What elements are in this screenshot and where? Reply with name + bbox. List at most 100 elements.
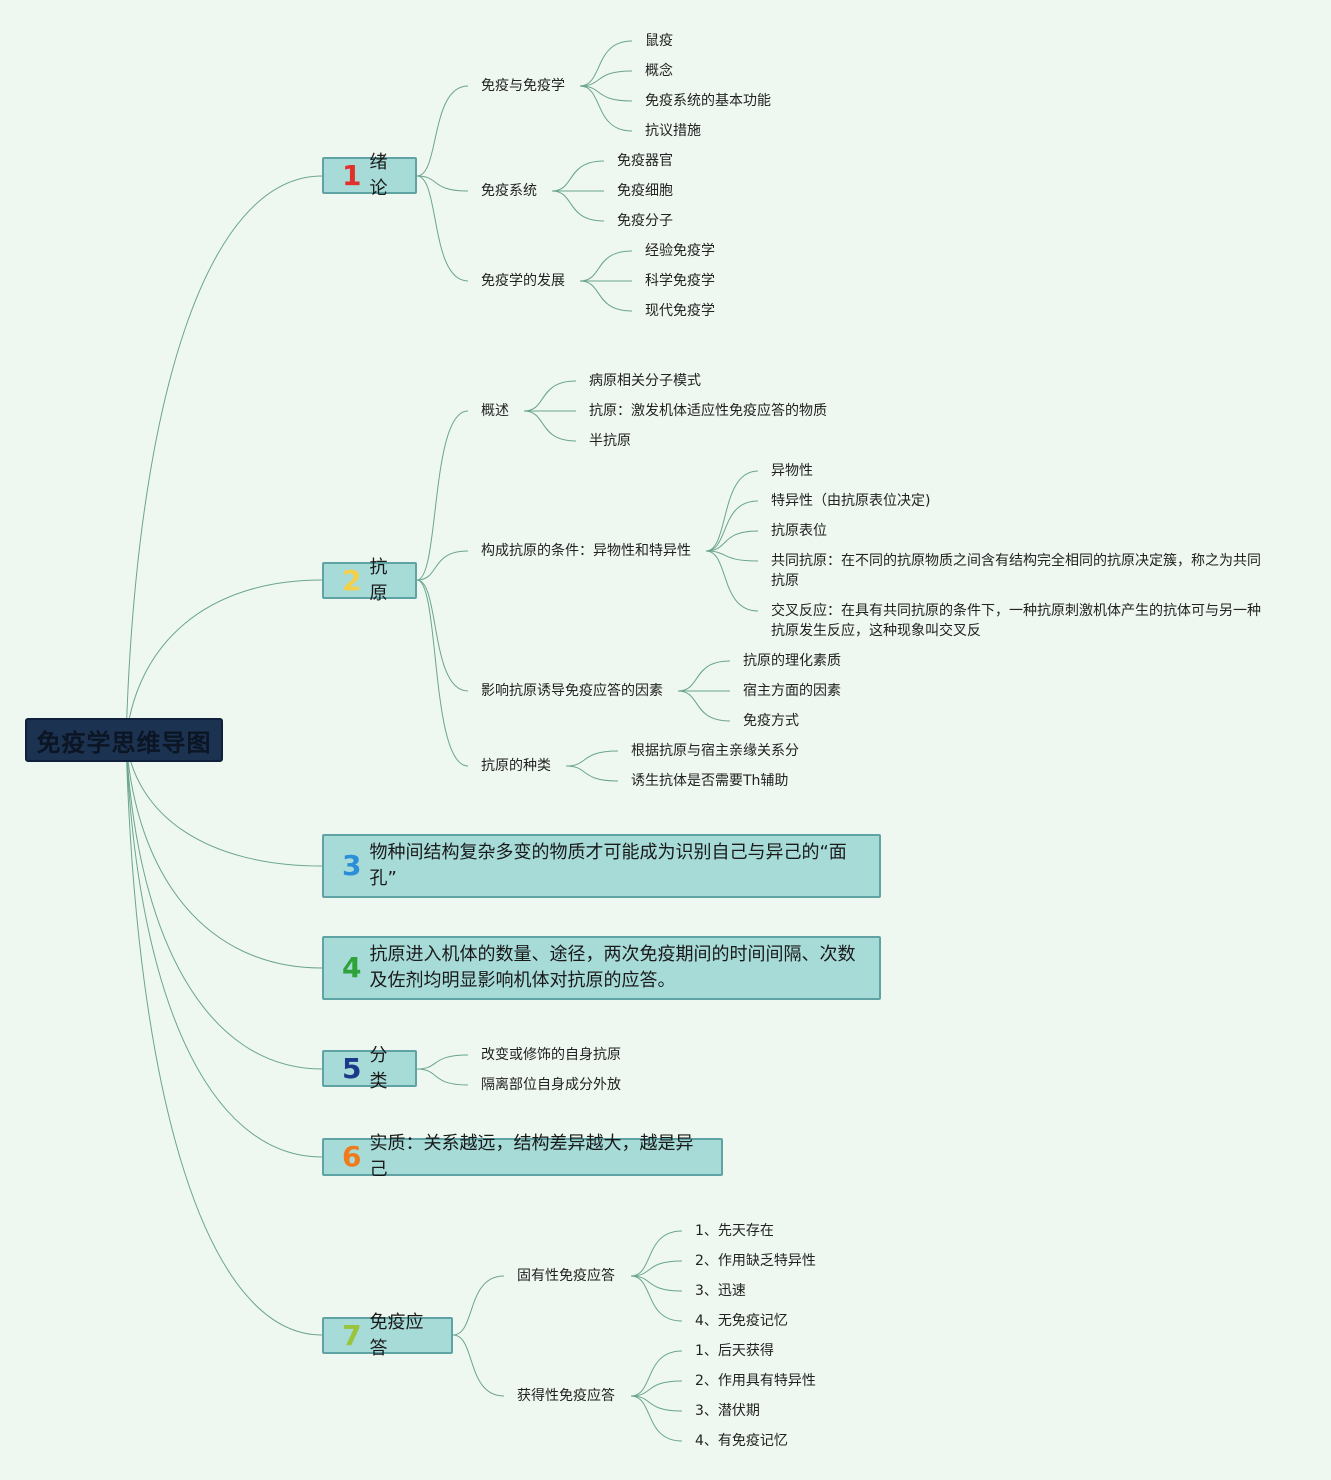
b2-s1-item[interactable]: 病原相关分子模式 [589, 373, 701, 389]
b2-subtopic-conditions[interactable]: 构成抗原的条件：异物性和特异性 [481, 543, 691, 559]
b5-item[interactable]: 隔离部位自身成分外放 [481, 1077, 621, 1093]
b7-s1-link [630, 1260, 683, 1277]
b1-s3-item[interactable]: 科学免疫学 [645, 273, 715, 289]
b7-subtopic-adaptive[interactable]: 获得性免疫应答 [517, 1388, 615, 1404]
b2-s3-item[interactable]: 免疫方式 [743, 713, 799, 729]
b2-s3-link [677, 690, 731, 722]
branch-5-label: 分类 [369, 1044, 388, 1092]
b7-s2-item[interactable]: 1、后天获得 [695, 1343, 774, 1359]
b2-link [416, 579, 469, 767]
b7-s2-link [630, 1395, 683, 1442]
b1-s1-item[interactable]: 概念 [645, 63, 673, 79]
b2-s4-item[interactable]: 根据抗原与宿主亲缘关系分 [631, 743, 799, 759]
branch-4-factors[interactable]: 4 抗原进入机体的数量、途径，两次免疫期间的时间间隔、次数及佐剂均明显影响机体对… [322, 936, 881, 1000]
b7-s1-link [630, 1275, 683, 1292]
b7-s1-item[interactable]: 1、先天存在 [695, 1223, 774, 1239]
b2-s2-link [705, 500, 759, 552]
b2-s2-item[interactable]: 共同抗原：在不同的抗原物质之间含有结构完全相同的抗原决定簇，称之为共同抗原 [771, 553, 1261, 589]
branch-2-antigen[interactable]: 2 抗原 [322, 557, 417, 604]
number-3-icon: 3 [342, 849, 362, 882]
b5-link [416, 1068, 469, 1086]
b1-s3-link [579, 250, 633, 282]
b2-link [416, 550, 469, 581]
branch-6-label: 实质：关系越远，结构差异越大，越是异己 [369, 1133, 694, 1180]
branch-7-immune-response[interactable]: 7 免疫应答 [322, 1312, 453, 1359]
b2-s3-link [677, 660, 731, 692]
b7-s2-link [630, 1380, 683, 1397]
branch-6-essence[interactable]: 6 实质：关系越远，结构差异越大，越是异己 [322, 1133, 723, 1180]
b2-s2-link [705, 550, 759, 562]
root-link-7 [125, 739, 323, 1336]
b1-s1-item[interactable]: 鼠疫 [645, 33, 673, 49]
b7-link [452, 1275, 505, 1336]
number-2-icon: 2 [342, 563, 362, 597]
root-link-3 [125, 739, 323, 867]
b2-s3-item[interactable]: 宿主方面的因素 [743, 683, 841, 699]
b2-subtopic-types[interactable]: 抗原的种类 [481, 758, 551, 774]
b2-s1-link [523, 380, 577, 412]
b1-s3-item[interactable]: 现代免疫学 [645, 303, 715, 319]
branch-3-faces[interactable]: 3 物种间结构复杂多变的物质才可能成为识别自己与异己的“面孔” [322, 834, 881, 898]
number-5-icon: 5 [342, 1051, 362, 1085]
b7-s1-item[interactable]: 2、作用缺乏特异性 [695, 1253, 816, 1269]
b7-s2-item[interactable]: 2、作用具有特异性 [695, 1373, 816, 1389]
b5-item[interactable]: 改变或修饰的自身抗原 [481, 1047, 621, 1063]
b2-s2-item[interactable]: 特异性（由抗原表位决定) [771, 493, 931, 509]
b1-subtopic-system[interactable]: 免疫系统 [481, 183, 537, 199]
b1-s1-item[interactable]: 抗议措施 [645, 123, 701, 139]
b2-s2-item[interactable]: 交叉反应：在具有共同抗原的条件下，一种抗原刺激机体产生的抗体可与另一种抗原发生反… [771, 603, 1261, 639]
b2-s1-item[interactable]: 半抗原 [589, 433, 631, 449]
b1-s1-link [579, 40, 633, 87]
b2-link [416, 579, 469, 692]
branch-1-label: 绪论 [369, 151, 388, 199]
b1-s2-item[interactable]: 免疫器官 [617, 153, 673, 169]
b5-link [416, 1054, 469, 1070]
b2-s4-item[interactable]: 诱生抗体是否需要Th辅助 [631, 773, 789, 789]
b2-s2-item[interactable]: 抗原表位 [771, 523, 827, 539]
b2-s1-link [523, 410, 577, 442]
branch-5-classification[interactable]: 5 分类 [322, 1045, 417, 1092]
b2-subtopic-factors[interactable]: 影响抗原诱导免疫应答的因素 [481, 683, 663, 699]
b1-link [416, 175, 469, 192]
b2-s3-item[interactable]: 抗原的理化素质 [743, 653, 841, 669]
b1-s2-item[interactable]: 免疫细胞 [617, 183, 673, 199]
b2-s4-link [565, 750, 619, 767]
b1-s2-item[interactable]: 免疫分子 [617, 213, 673, 229]
b1-subtopic-history[interactable]: 免疫学的发展 [481, 273, 565, 289]
b7-s1-item[interactable]: 4、无免疫记忆 [695, 1313, 788, 1329]
root-topic[interactable]: 免疫学思维导图 [25, 718, 223, 762]
b2-subtopic-overview[interactable]: 概述 [481, 403, 509, 419]
b7-s1-link [630, 1230, 683, 1277]
branch-1-intro[interactable]: 1 绪论 [322, 152, 417, 199]
b1-subtopic-immunity[interactable]: 免疫与免疫学 [481, 78, 565, 94]
branch-7-label: 免疫应答 [369, 1311, 424, 1359]
b7-s2-link [630, 1395, 683, 1412]
root-link-2 [125, 579, 323, 741]
root-link-6 [125, 739, 323, 1158]
b7-s2-item[interactable]: 3、潜伏期 [695, 1403, 760, 1419]
b7-s1-item[interactable]: 3、迅速 [695, 1283, 746, 1299]
b1-s1-link [579, 70, 633, 87]
b7-subtopic-innate[interactable]: 固有性免疫应答 [517, 1268, 615, 1284]
number-7-icon: 7 [342, 1318, 362, 1352]
b7-s2-link [630, 1350, 683, 1397]
b1-s1-link [579, 85, 633, 102]
root-link-5 [125, 739, 323, 1070]
b2-s2-link [705, 470, 759, 552]
branch-4-label: 抗原进入机体的数量、途径，两次免疫期间的时间间隔、次数及佐剂均明显影响机体对抗原… [369, 944, 856, 991]
b7-link [452, 1334, 505, 1397]
b1-s2-link [551, 160, 605, 192]
b2-s4-link [565, 765, 619, 782]
number-1-icon: 1 [342, 158, 362, 192]
branch-2-label: 抗原 [369, 556, 388, 604]
b2-s1-item[interactable]: 抗原：激发机体适应性免疫应答的物质 [589, 403, 827, 419]
root-link-1 [125, 175, 323, 741]
b2-s2-item[interactable]: 异物性 [771, 463, 813, 479]
b1-s1-link [579, 85, 633, 132]
b1-s3-item[interactable]: 经验免疫学 [645, 243, 715, 259]
b1-s1-item[interactable]: 免疫系统的基本功能 [645, 93, 771, 109]
root-link-4 [125, 739, 323, 969]
b7-s2-item[interactable]: 4、有免疫记忆 [695, 1433, 788, 1449]
b2-link [416, 410, 469, 581]
